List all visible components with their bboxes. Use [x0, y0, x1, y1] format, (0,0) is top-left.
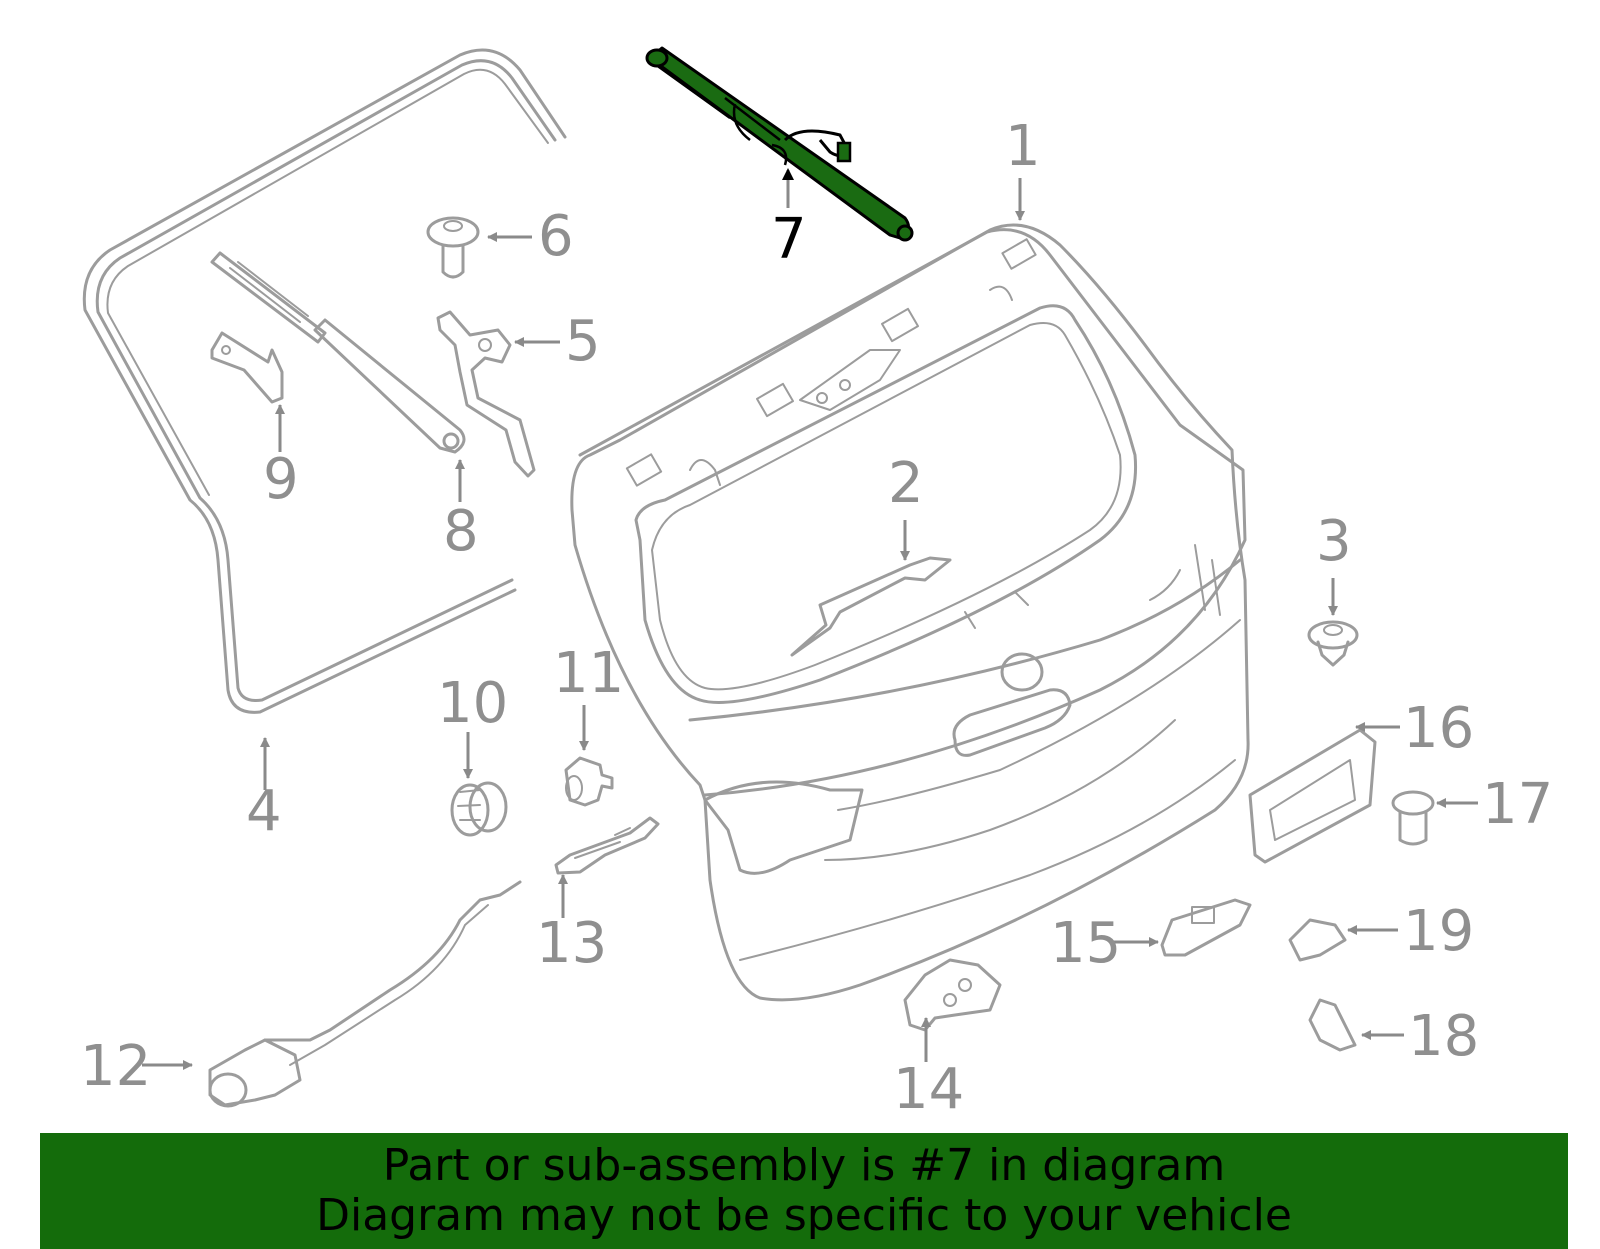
callout-9: 9	[263, 447, 299, 512]
part-6-clip	[426, 216, 480, 279]
part-1-tailgate	[570, 223, 1250, 1002]
callout-5: 5	[565, 309, 601, 374]
part-7-tailgate-actuator	[645, 46, 914, 242]
callout-16: 16	[1403, 696, 1474, 761]
part-3-push-clip	[1307, 620, 1359, 667]
callout-2: 2	[888, 451, 924, 516]
callout-15: 15	[1050, 911, 1121, 976]
callout-14: 14	[893, 1057, 964, 1122]
part-15-switch	[1160, 898, 1252, 957]
callout-8: 8	[443, 499, 479, 564]
part-10-grommet	[450, 781, 508, 837]
part-14-latch	[903, 958, 1002, 1032]
part-12-lock-actuator	[208, 880, 522, 1108]
part-19-bracket	[1288, 918, 1347, 962]
callout-12: 12	[80, 1034, 151, 1099]
part-5-hinge	[436, 310, 536, 478]
callout-19: 19	[1403, 899, 1474, 964]
leader-lines	[142, 168, 1478, 1070]
callout-11: 11	[553, 641, 624, 706]
banner-line-2: Diagram may not be specific to your vehi…	[316, 1190, 1292, 1241]
callout-labels: 1 2 3 4 5 6 7 8 9 10 11 12 13 14 15 16 1…	[80, 114, 1553, 1122]
part-2-bracket	[790, 556, 1029, 657]
callout-17: 17	[1482, 772, 1553, 837]
part-9-bracket	[210, 331, 284, 404]
callout-6: 6	[538, 204, 574, 269]
info-banner: Part or sub-assembly is #7 in diagram Di…	[40, 1133, 1568, 1249]
callout-1: 1	[1005, 114, 1041, 179]
callout-4: 4	[246, 779, 282, 844]
part-4-weatherstrip	[82, 48, 567, 714]
part-13-switch	[554, 816, 660, 875]
callout-18: 18	[1408, 1004, 1479, 1069]
callout-7: 7	[771, 207, 807, 272]
part-18-cap	[1308, 998, 1357, 1052]
part-8-gas-strut	[210, 251, 466, 454]
part-17-clip	[1391, 790, 1435, 846]
part-16-housing	[1248, 728, 1377, 864]
callout-10: 10	[437, 671, 508, 736]
banner-line-1: Part or sub-assembly is #7 in diagram	[382, 1140, 1226, 1191]
callout-3: 3	[1316, 509, 1352, 574]
part-11-sensor	[564, 756, 614, 807]
callout-13: 13	[536, 911, 607, 976]
